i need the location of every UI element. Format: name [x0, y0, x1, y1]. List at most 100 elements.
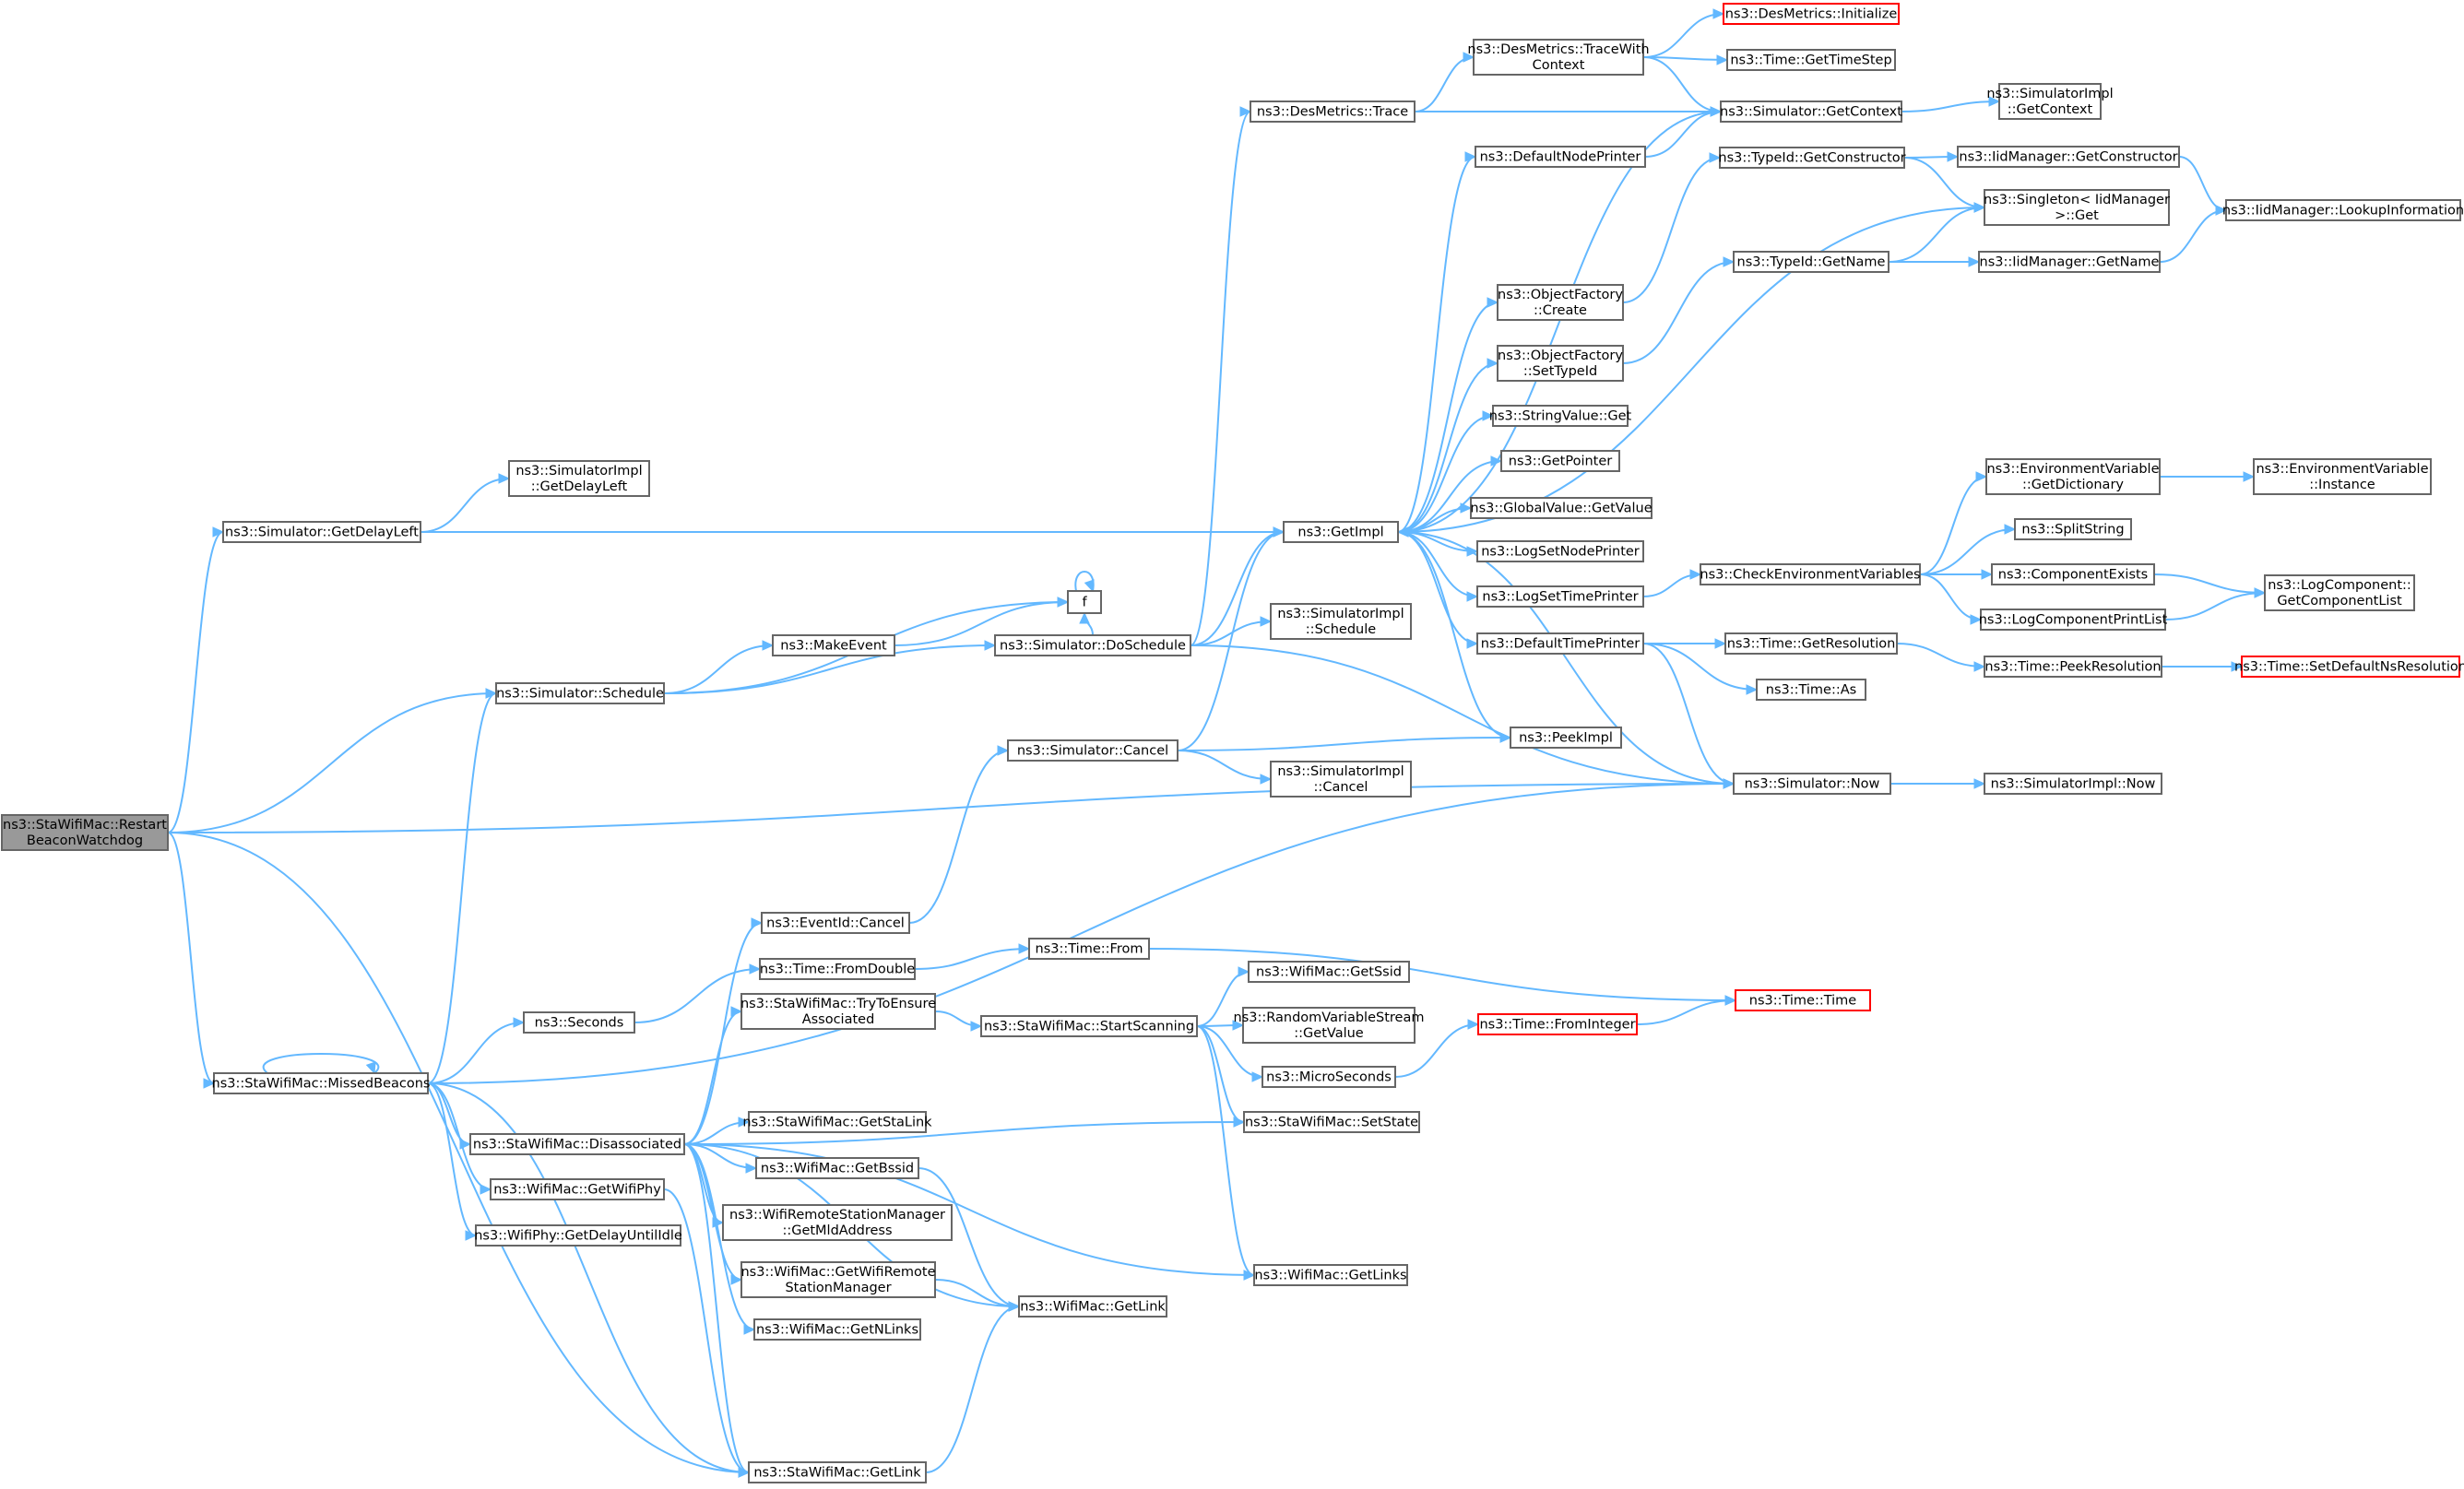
node-desTrace[interactable]: ns3::DesMetrics::Trace	[1250, 100, 1416, 123]
node-eventIdCancel[interactable]: ns3::EventId::Cancel	[761, 912, 910, 934]
node-timeFrom[interactable]: ns3::Time::From	[1028, 938, 1150, 960]
node-makeEvent[interactable]: ns3::MakeEvent	[772, 634, 895, 656]
node-seconds[interactable]: ns3::Seconds	[523, 1011, 635, 1034]
node-implGetDelayLeft[interactable]: ns3::SimulatorImpl::GetDelayLeft	[508, 460, 650, 497]
node-getWifiPhy[interactable]: ns3::WifiMac::GetWifiPhy	[490, 1178, 665, 1200]
node-iidGetName[interactable]: ns3::IidManager::GetName	[1978, 251, 2161, 273]
node-typeIdGetName[interactable]: ns3::TypeId::GetName	[1733, 251, 1889, 273]
node-logSetTimePrinter[interactable]: ns3::LogSetTimePrinter	[1476, 585, 1644, 608]
node-label: ns3::Time::GetResolution	[1727, 637, 1896, 652]
call-edge	[1919, 524, 2017, 575]
node-microSeconds[interactable]: ns3::MicroSeconds	[1262, 1066, 1396, 1088]
node-startScanning[interactable]: ns3::StaWifiMac::StartScanning	[980, 1015, 1198, 1037]
call-edge	[1919, 471, 1988, 575]
node-label: ns3::StaWifiMac::TryToEnsure	[740, 997, 936, 1011]
call-edge	[683, 1006, 743, 1145]
node-componentPrintList[interactable]: ns3::LogComponentPrintList	[1979, 609, 2168, 631]
node-implCancel[interactable]: ns3::SimulatorImpl::Cancel	[1270, 761, 1412, 798]
node-simCancel[interactable]: ns3::Simulator::Cancel	[1007, 739, 1179, 762]
call-edge	[1919, 569, 1994, 580]
node-getConstructor[interactable]: ns3::TypeId::GetConstructor	[1718, 147, 1906, 169]
node-staGetLink[interactable]: ns3::StaWifiMac::GetLink	[748, 1461, 927, 1483]
node-implGetContext[interactable]: ns3::SimulatorImpl::GetContext	[1986, 83, 2114, 120]
node-f[interactable]: f	[1067, 590, 1102, 614]
node-setState[interactable]: ns3::StaWifiMac::SetState	[1243, 1111, 1420, 1133]
node-missedBeacons[interactable]: ns3::StaWifiMac::MissedBeacons	[212, 1072, 431, 1094]
node-defaultNodePrinter[interactable]: ns3::DefaultNodePrinter	[1475, 146, 1646, 168]
node-lookupInfo[interactable]: ns3::IidManager::LookupInformation	[2222, 199, 2464, 221]
node-label: ns3::SimulatorImpl	[515, 464, 642, 479]
node-label: ns3::ObjectFactory	[1498, 288, 1623, 302]
node-getImpl[interactable]: ns3::GetImpl	[1283, 521, 1399, 543]
node-label: ns3::Simulator::GetDelayLeft	[225, 526, 419, 540]
node-singletonGet[interactable]: ns3::Singleton< IidManager>::Get	[1984, 189, 2170, 226]
node-implNow[interactable]: ns3::SimulatorImpl::Now	[1984, 773, 2162, 795]
call-edge	[683, 1143, 725, 1228]
node-peekImpl[interactable]: ns3::PeekImpl	[1510, 727, 1622, 749]
node-envInstance[interactable]: ns3::EnvironmentVariable::Instance	[2253, 458, 2432, 495]
node-getDelayUntilIdle[interactable]: ns3::WifiPhy::GetDelayUntilIdle	[474, 1224, 682, 1247]
node-wifiMacGetLink[interactable]: ns3::WifiMac::GetLink	[1018, 1295, 1167, 1318]
node-rvsGetValue[interactable]: ns3::RandomVariableStream::GetValue	[1234, 1007, 1425, 1044]
node-timeAs[interactable]: ns3::Time::As	[1756, 679, 1866, 701]
node-ofCreate[interactable]: ns3::ObjectFactory::Create	[1497, 284, 1624, 321]
node-label: ns3::LogComponent::	[2268, 578, 2411, 593]
node-desInit[interactable]: ns3::DesMetrics::Initialize	[1723, 3, 1900, 25]
node-label: ns3::SplitString	[2021, 523, 2124, 538]
node-label: ns3::DesMetrics::Trace	[1257, 105, 1408, 120]
node-disassociated[interactable]: ns3::StaWifiMac::Disassociated	[469, 1133, 685, 1155]
node-label: ns3::EnvironmentVariable	[2256, 462, 2428, 477]
node-stringValueGet[interactable]: ns3::StringValue::Get	[1489, 405, 1632, 427]
node-checkEnv[interactable]: ns3::CheckEnvironmentVariables	[1700, 563, 1921, 585]
node-label: ns3::Time::From	[1036, 942, 1143, 957]
node-label: BeaconWatchdog	[27, 833, 143, 848]
node-label: ns3::MicroSeconds	[1266, 1070, 1392, 1085]
node-getNLinks[interactable]: ns3::WifiMac::GetNLinks	[753, 1318, 921, 1341]
node-label: ns3::WifiMac::GetNLinks	[756, 1323, 918, 1338]
node-getResolution[interactable]: ns3::Time::GetResolution	[1724, 632, 1898, 655]
node-getMldAddress[interactable]: ns3::WifiRemoteStationManager::GetMldAdd…	[722, 1204, 953, 1241]
node-getPointer[interactable]: ns3::GetPointer	[1500, 450, 1620, 472]
node-label: ns3::StringValue::Get	[1489, 409, 1632, 424]
node-splitString[interactable]: ns3::SplitString	[2014, 518, 2132, 540]
node-fromDouble[interactable]: ns3::Time::FromDouble	[759, 958, 916, 980]
node-label: ns3::Seconds	[535, 1016, 624, 1031]
call-edge	[908, 745, 1010, 924]
node-getStaLink[interactable]: ns3::StaWifiMac::GetStaLink	[742, 1111, 932, 1133]
node-getLinks[interactable]: ns3::WifiMac::GetLinks	[1253, 1264, 1408, 1286]
node-globalValueGet[interactable]: ns3::GlobalValue::GetValue	[1470, 497, 1653, 519]
node-getContext[interactable]: ns3::Simulator::GetContext	[1720, 100, 1902, 123]
node-schedule[interactable]: ns3::Simulator::Schedule	[495, 682, 665, 704]
call-edges	[167, 8, 2267, 1478]
node-label: ns3::Singleton< IidManager	[1984, 193, 2170, 207]
call-edge	[1397, 297, 1499, 533]
node-defaultTimePrinter[interactable]: ns3::DefaultTimePrinter	[1476, 632, 1644, 655]
node-getSsid[interactable]: ns3::WifiMac::GetSsid	[1248, 961, 1410, 983]
node-envGetDict[interactable]: ns3::EnvironmentVariable::GetDictionary	[1985, 458, 2161, 495]
call-edge	[1397, 151, 1477, 533]
node-getTimeStep[interactable]: ns3::Time::GetTimeStep	[1726, 49, 1896, 71]
node-fromInteger[interactable]: ns3::Time::FromInteger	[1477, 1013, 1638, 1035]
node-ofSetTypeId[interactable]: ns3::ObjectFactory::SetTypeId	[1497, 345, 1624, 382]
call-edge	[1074, 571, 1095, 593]
node-implSchedule[interactable]: ns3::SimulatorImpl::Schedule	[1270, 603, 1412, 640]
node-setDefaultNsRes[interactable]: ns3::Time::SetDefaultNsResolution	[2234, 656, 2464, 678]
node-getComponentList[interactable]: ns3::LogComponent::GetComponentList	[2264, 574, 2415, 611]
node-label: ns3::TypeId::GetConstructor	[1718, 151, 1905, 166]
node-componentExists[interactable]: ns3::ComponentExists	[1991, 563, 2155, 585]
node-doSchedule[interactable]: ns3::Simulator::DoSchedule	[994, 634, 1191, 656]
node-timeTime[interactable]: ns3::Time::Time	[1735, 989, 1871, 1011]
node-label: ns3::Simulator::Now	[1745, 777, 1880, 792]
node-iidGetConstructor[interactable]: ns3::IidManager::GetConstructor	[1957, 146, 2180, 168]
node-logSetNodePrinter[interactable]: ns3::LogSetNodePrinter	[1476, 540, 1644, 562]
node-simNow[interactable]: ns3::Simulator::Now	[1733, 773, 1891, 795]
node-getDelayLeft[interactable]: ns3::Simulator::GetDelayLeft	[222, 521, 421, 543]
node-label: ns3::GetImpl	[1297, 526, 1383, 540]
node-getBssid[interactable]: ns3::WifiMac::GetBssid	[755, 1157, 919, 1179]
node-peekResolution[interactable]: ns3::Time::PeekResolution	[1984, 656, 2162, 678]
call-edge	[1415, 106, 1723, 117]
node-getWrsm[interactable]: ns3::WifiMac::GetWifiRemoteStationManage…	[740, 1261, 936, 1298]
